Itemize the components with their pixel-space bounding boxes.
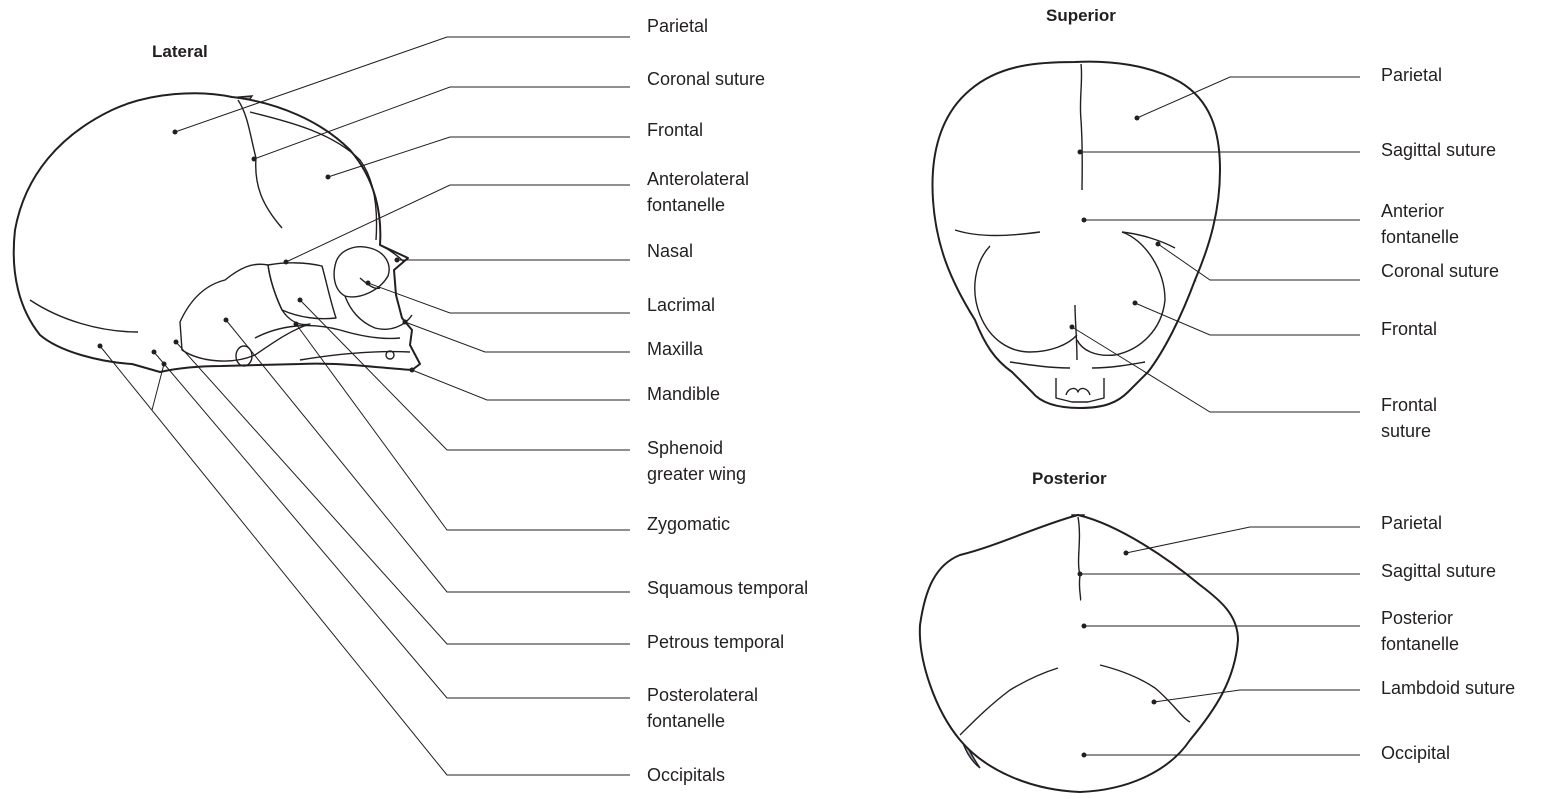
label-posterior-parietal: Parietal bbox=[1381, 513, 1443, 533]
label-nasal: Nasal bbox=[647, 241, 694, 261]
label-superior-parietal: Parietal bbox=[1381, 65, 1443, 85]
label-posterior-sagittal-suture: Sagittal suture bbox=[1381, 561, 1497, 581]
posterior-vault bbox=[918, 514, 1239, 793]
label-maxilla: Maxilla bbox=[647, 339, 704, 359]
label-occipitals: Occipitals bbox=[647, 765, 726, 785]
label-lacrimal: Lacrimal bbox=[647, 295, 716, 315]
label-petrous-temporal: Petrous temporal bbox=[647, 632, 785, 652]
label-anterolateral-fontanelle: Anterolateral fontanelle bbox=[647, 169, 750, 215]
label-zygomatic: Zygomatic bbox=[647, 514, 731, 534]
superior-vault bbox=[931, 60, 1221, 409]
label-lateral-coronal-suture: Coronal suture bbox=[647, 69, 766, 89]
label-posterior-fontanelle: Posterior fontanelle bbox=[1381, 608, 1460, 654]
label-lateral-frontal: Frontal bbox=[647, 120, 704, 140]
lateral-view-title: Lateral bbox=[152, 42, 208, 61]
superior-view-title: Superior bbox=[1046, 6, 1116, 25]
label-mandible: Mandible bbox=[647, 384, 721, 404]
lateral-vault bbox=[12, 92, 421, 373]
superior-skull bbox=[931, 60, 1360, 413]
label-superior-coronal-suture: Coronal suture bbox=[1381, 261, 1500, 281]
label-frontal-suture: Frontal suture bbox=[1381, 395, 1438, 441]
posterior-skull bbox=[918, 514, 1360, 793]
lateral-skull bbox=[12, 36, 630, 776]
label-anterior-fontanelle: Anterior fontanelle bbox=[1381, 201, 1460, 247]
label-superior-sagittal-suture: Sagittal suture bbox=[1381, 140, 1497, 160]
label-sphenoid-greater-wing: Sphenoid greater wing bbox=[647, 438, 747, 484]
label-superior-frontal: Frontal bbox=[1381, 319, 1438, 339]
posterior-view-title: Posterior bbox=[1032, 469, 1107, 488]
label-occipital: Occipital bbox=[1381, 743, 1451, 763]
label-squamous-temporal: Squamous temporal bbox=[647, 578, 809, 598]
label-posterolateral-fontanelle: Posterolateral fontanelle bbox=[647, 685, 759, 731]
label-lateral-parietal: Parietal bbox=[647, 16, 709, 36]
label-lambdoid-suture: Lambdoid suture bbox=[1381, 678, 1516, 698]
